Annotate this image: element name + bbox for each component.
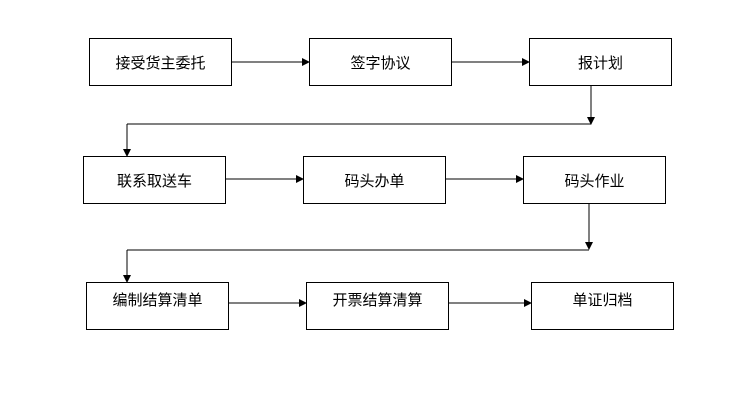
step-archive-documents: 单证归档 xyxy=(531,282,674,330)
step-accept-consignment: 接受货主委托 xyxy=(89,38,232,86)
step-dock-operation: 码头作业 xyxy=(523,156,666,204)
step-arrange-vehicle: 联系取送车 xyxy=(83,156,226,204)
step-report-plan: 报计划 xyxy=(529,38,672,86)
step-invoice-settlement: 开票结算清算 xyxy=(306,282,449,330)
step-sign-agreement: 签字协议 xyxy=(309,38,452,86)
step-dock-paperwork: 码头办单 xyxy=(303,156,446,204)
step-prepare-settlement-list: 编制结算清单 xyxy=(86,282,229,330)
